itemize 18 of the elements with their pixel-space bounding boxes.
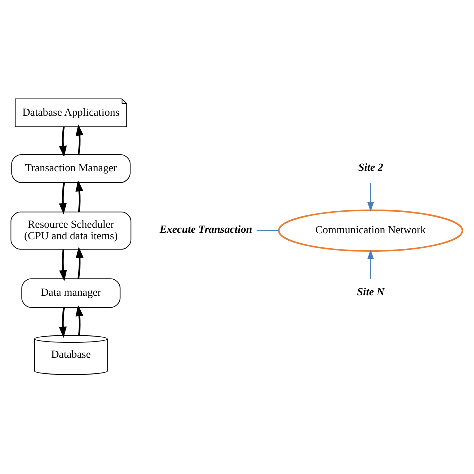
arrow [76, 247, 84, 280]
node-box: Transaction Manager [12, 154, 131, 184]
arrow [59, 182, 67, 215]
arrow [59, 308, 67, 338]
node-text: Execute Transaction [160, 224, 252, 236]
arrow [76, 124, 84, 155]
node-box: Resource Scheduler (CPU and data items) [10, 212, 132, 250]
arrow [76, 180, 84, 212]
arrow [59, 127, 68, 158]
connector [256, 230, 280, 232]
node-ellipse: Communication Network [278, 210, 464, 252]
node-text: Site N [357, 286, 385, 298]
arrow [367, 182, 374, 212]
node-text: Site 2 [358, 162, 384, 174]
arrow [367, 250, 374, 280]
arrow [76, 305, 84, 336]
arrow [59, 249, 68, 282]
node-box: Data manager [22, 278, 121, 308]
